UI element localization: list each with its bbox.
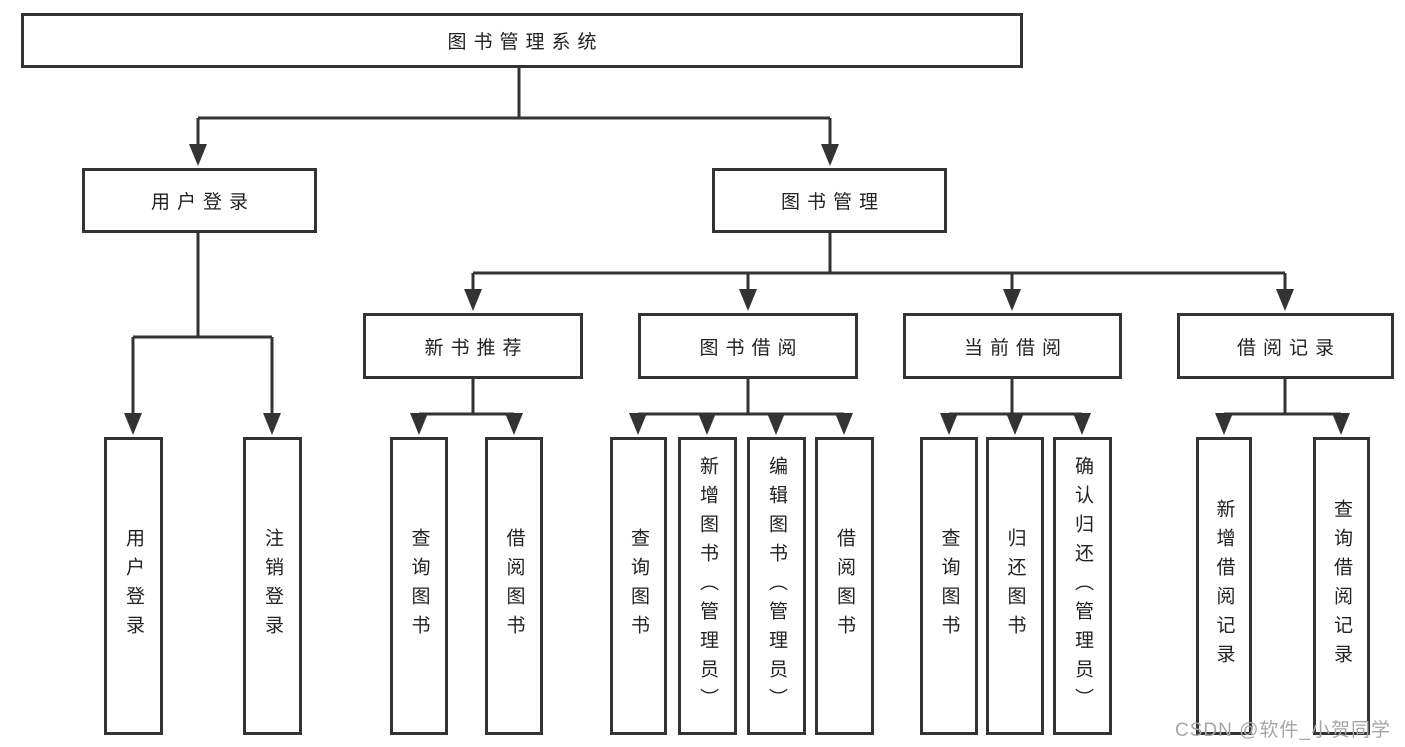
leaf-query-books-recommend: 查询图书: [390, 437, 448, 735]
node-book-management: 图书管理: [712, 168, 947, 233]
leaf-edit-books-admin: 编辑图书（管理员）: [747, 437, 806, 735]
leaf-query-books-current: 查询图书: [920, 437, 978, 735]
node-library-system-root: 图书管理系统: [21, 13, 1023, 68]
node-new-book-recommend: 新书推荐: [363, 313, 583, 379]
node-user-login: 用户登录: [82, 168, 317, 233]
leaf-return-books: 归还图书: [986, 437, 1044, 735]
leaf-borrow-books-recommend: 借阅图书: [485, 437, 543, 735]
leaf-query-books-borrow: 查询图书: [610, 437, 667, 735]
csdn-watermark: CSDN @软件_小贺同学: [1175, 720, 1391, 741]
leaf-borrow-books: 借阅图书: [815, 437, 874, 735]
leaf-confirm-return-admin: 确认归还（管理员）: [1053, 437, 1112, 735]
node-current-borrow: 当前借阅: [903, 313, 1122, 379]
leaf-query-borrow-record: 查询借阅记录: [1313, 437, 1370, 735]
node-borrow-records: 借阅记录: [1177, 313, 1394, 379]
node-book-borrow: 图书借阅: [638, 313, 858, 379]
leaf-logout-login: 注销登录: [243, 437, 302, 735]
leaf-add-borrow-record: 新增借阅记录: [1196, 437, 1252, 735]
leaf-user-login: 用户登录: [104, 437, 163, 735]
arrowheads: [124, 144, 1350, 435]
leaf-add-books-admin: 新增图书（管理员）: [678, 437, 737, 735]
